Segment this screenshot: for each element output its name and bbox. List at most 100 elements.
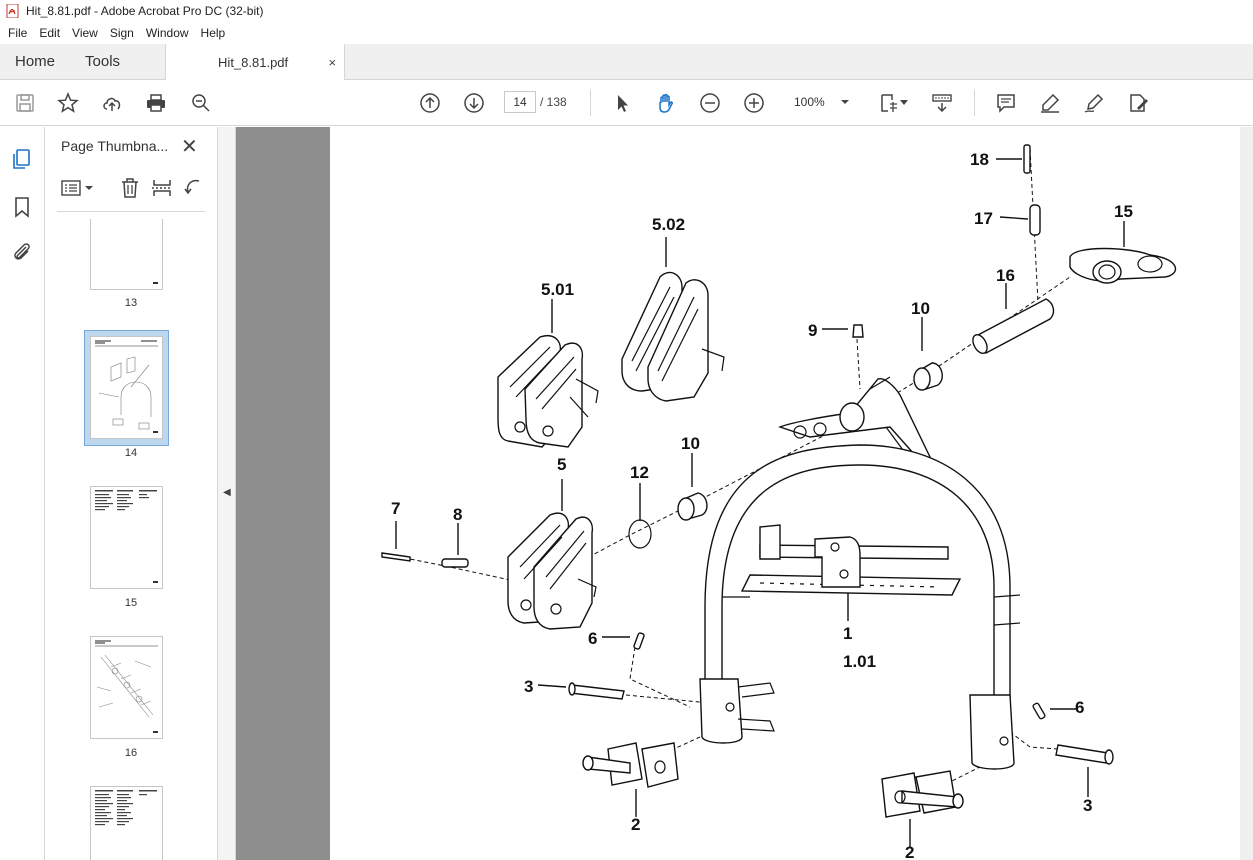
arrow-up-circle-icon[interactable] <box>418 91 442 115</box>
scroll-mode-icon[interactable] <box>930 91 954 115</box>
thumbnail-page[interactable] <box>90 219 163 290</box>
part-15-tow-eye <box>1069 247 1176 284</box>
label-16: 16 <box>996 266 1015 285</box>
chevron-down-icon[interactable] <box>900 100 908 105</box>
window-title: Hit_8.81.pdf - Adobe Acrobat Pro DC (32-… <box>26 4 264 18</box>
menu-sign[interactable]: Sign <box>109 26 134 40</box>
chevron-left-icon[interactable]: ◀ <box>223 487 231 498</box>
part-5-01-bracket <box>497 335 599 448</box>
zoom-in-icon[interactable] <box>742 91 766 115</box>
thumbnail-preview <box>95 340 158 430</box>
menu-help[interactable]: Help <box>200 26 226 40</box>
attachment-icon[interactable] <box>10 240 34 264</box>
menu-view[interactable]: View <box>72 26 98 40</box>
search-zoom-icon[interactable] <box>189 91 213 115</box>
thumbnail-label: 13 <box>124 297 138 309</box>
part-6-clip-right <box>1032 702 1046 720</box>
thumbnail-page[interactable] <box>90 486 163 589</box>
assembly-axis <box>629 646 691 708</box>
assembly-axis <box>856 338 861 390</box>
tab-close-button[interactable]: × <box>328 55 337 70</box>
zoom-out-icon[interactable] <box>698 91 722 115</box>
assembly-axis <box>625 694 981 788</box>
star-icon[interactable] <box>56 91 80 115</box>
tab-tools[interactable]: Tools <box>85 53 121 70</box>
left-nav-rail <box>0 127 45 860</box>
part-1-frame <box>699 376 1021 770</box>
trash-icon[interactable] <box>119 177 141 199</box>
label-6-right: 6 <box>1075 698 1084 717</box>
label-3-left: 3 <box>524 677 533 696</box>
label-8: 8 <box>453 505 462 524</box>
options-menu-icon[interactable] <box>61 179 97 197</box>
parts-diagram: 18 17 15 16 5.02 5.01 9 10 10 12 5 7 8 6… <box>381 144 1176 860</box>
panel-collapse-strip[interactable]: ◀ <box>218 127 236 860</box>
label-7: 7 <box>391 499 400 518</box>
label-1-01: 1.01 <box>843 652 876 671</box>
comment-icon[interactable] <box>994 91 1018 115</box>
thumbnail-preview <box>95 790 157 826</box>
part-7-pin <box>381 552 411 562</box>
save-icon[interactable] <box>13 91 37 115</box>
part-9-grease-nipple <box>852 324 864 338</box>
part-16-shaft <box>972 298 1055 354</box>
document-scrollbar[interactable] <box>1240 127 1253 860</box>
highlight-icon[interactable] <box>1038 91 1062 115</box>
panel-divider <box>57 211 205 212</box>
assembly-axis <box>1009 731 1059 750</box>
zoom-select[interactable]: 100% <box>786 91 854 113</box>
leader-lines <box>395 158 1125 847</box>
zoom-value: 100% <box>794 95 825 109</box>
part-6-clip-left <box>633 632 645 650</box>
label-10-top: 10 <box>911 299 930 318</box>
menu-window[interactable]: Window <box>145 26 189 40</box>
page-thumbnails-icon[interactable] <box>10 147 34 171</box>
hand-icon[interactable] <box>654 91 678 115</box>
thumbnail-list: 13 14 <box>57 219 205 860</box>
thumbnail-label: 16 <box>124 747 138 759</box>
part-17-pin <box>1029 204 1041 236</box>
thumbnail-page[interactable] <box>90 636 163 739</box>
sign-pen-icon[interactable] <box>1082 91 1106 115</box>
tab-bar: Home Tools Hit_8.81.pdf × <box>0 44 1253 81</box>
label-12: 12 <box>630 463 649 482</box>
page-number-input[interactable]: 14 <box>504 91 536 113</box>
part-10-bushing-top <box>913 362 943 391</box>
label-2-right: 2 <box>905 843 914 860</box>
tab-home[interactable]: Home <box>15 53 56 70</box>
acrobat-logo-icon <box>6 4 19 18</box>
arrow-down-circle-icon[interactable] <box>462 91 486 115</box>
close-icon[interactable]: ✕ <box>181 136 198 158</box>
fill-sign-icon[interactable] <box>1126 91 1150 115</box>
part-5-bracket <box>507 512 597 630</box>
label-10-lower: 10 <box>681 434 700 453</box>
menu-file[interactable]: File <box>8 26 28 40</box>
menu-edit[interactable]: Edit <box>39 26 61 40</box>
part-3-pin-left <box>568 682 625 700</box>
rotate-icon[interactable] <box>183 177 205 199</box>
toolbar: 14 / 138 100% <box>0 80 1253 126</box>
cursor-icon[interactable] <box>610 91 634 115</box>
thumbnail-label: 14 <box>124 447 138 459</box>
printer-icon[interactable] <box>144 91 168 115</box>
part-10-bushing-lower <box>677 492 708 521</box>
menu-bar: File Edit View Sign Window Help <box>0 22 1253 44</box>
title-bar: Hit_8.81.pdf - Adobe Acrobat Pro DC (32-… <box>0 0 1253 22</box>
label-6-left: 6 <box>588 629 597 648</box>
label-1: 1 <box>843 624 852 643</box>
label-9: 9 <box>808 321 817 340</box>
thumbnail-page-selected[interactable] <box>90 336 163 439</box>
thumbnail-label: 15 <box>124 597 138 609</box>
part-5-02-bracket <box>621 271 725 402</box>
page-fit-icon[interactable] <box>877 91 901 115</box>
cloud-upload-icon[interactable] <box>100 91 124 115</box>
part-8-sleeve <box>441 558 469 568</box>
label-3-right: 3 <box>1083 796 1092 815</box>
panel-toolbar <box>57 175 207 201</box>
thumbnail-page[interactable] <box>90 786 163 860</box>
extract-pages-icon[interactable] <box>151 177 173 199</box>
toolbar-divider <box>590 90 591 116</box>
tab-document[interactable]: Hit_8.81.pdf × <box>165 44 346 81</box>
document-viewport[interactable]: 18 17 15 16 5.02 5.01 9 10 10 12 5 7 8 6… <box>236 127 1253 860</box>
bookmark-icon[interactable] <box>10 195 34 219</box>
